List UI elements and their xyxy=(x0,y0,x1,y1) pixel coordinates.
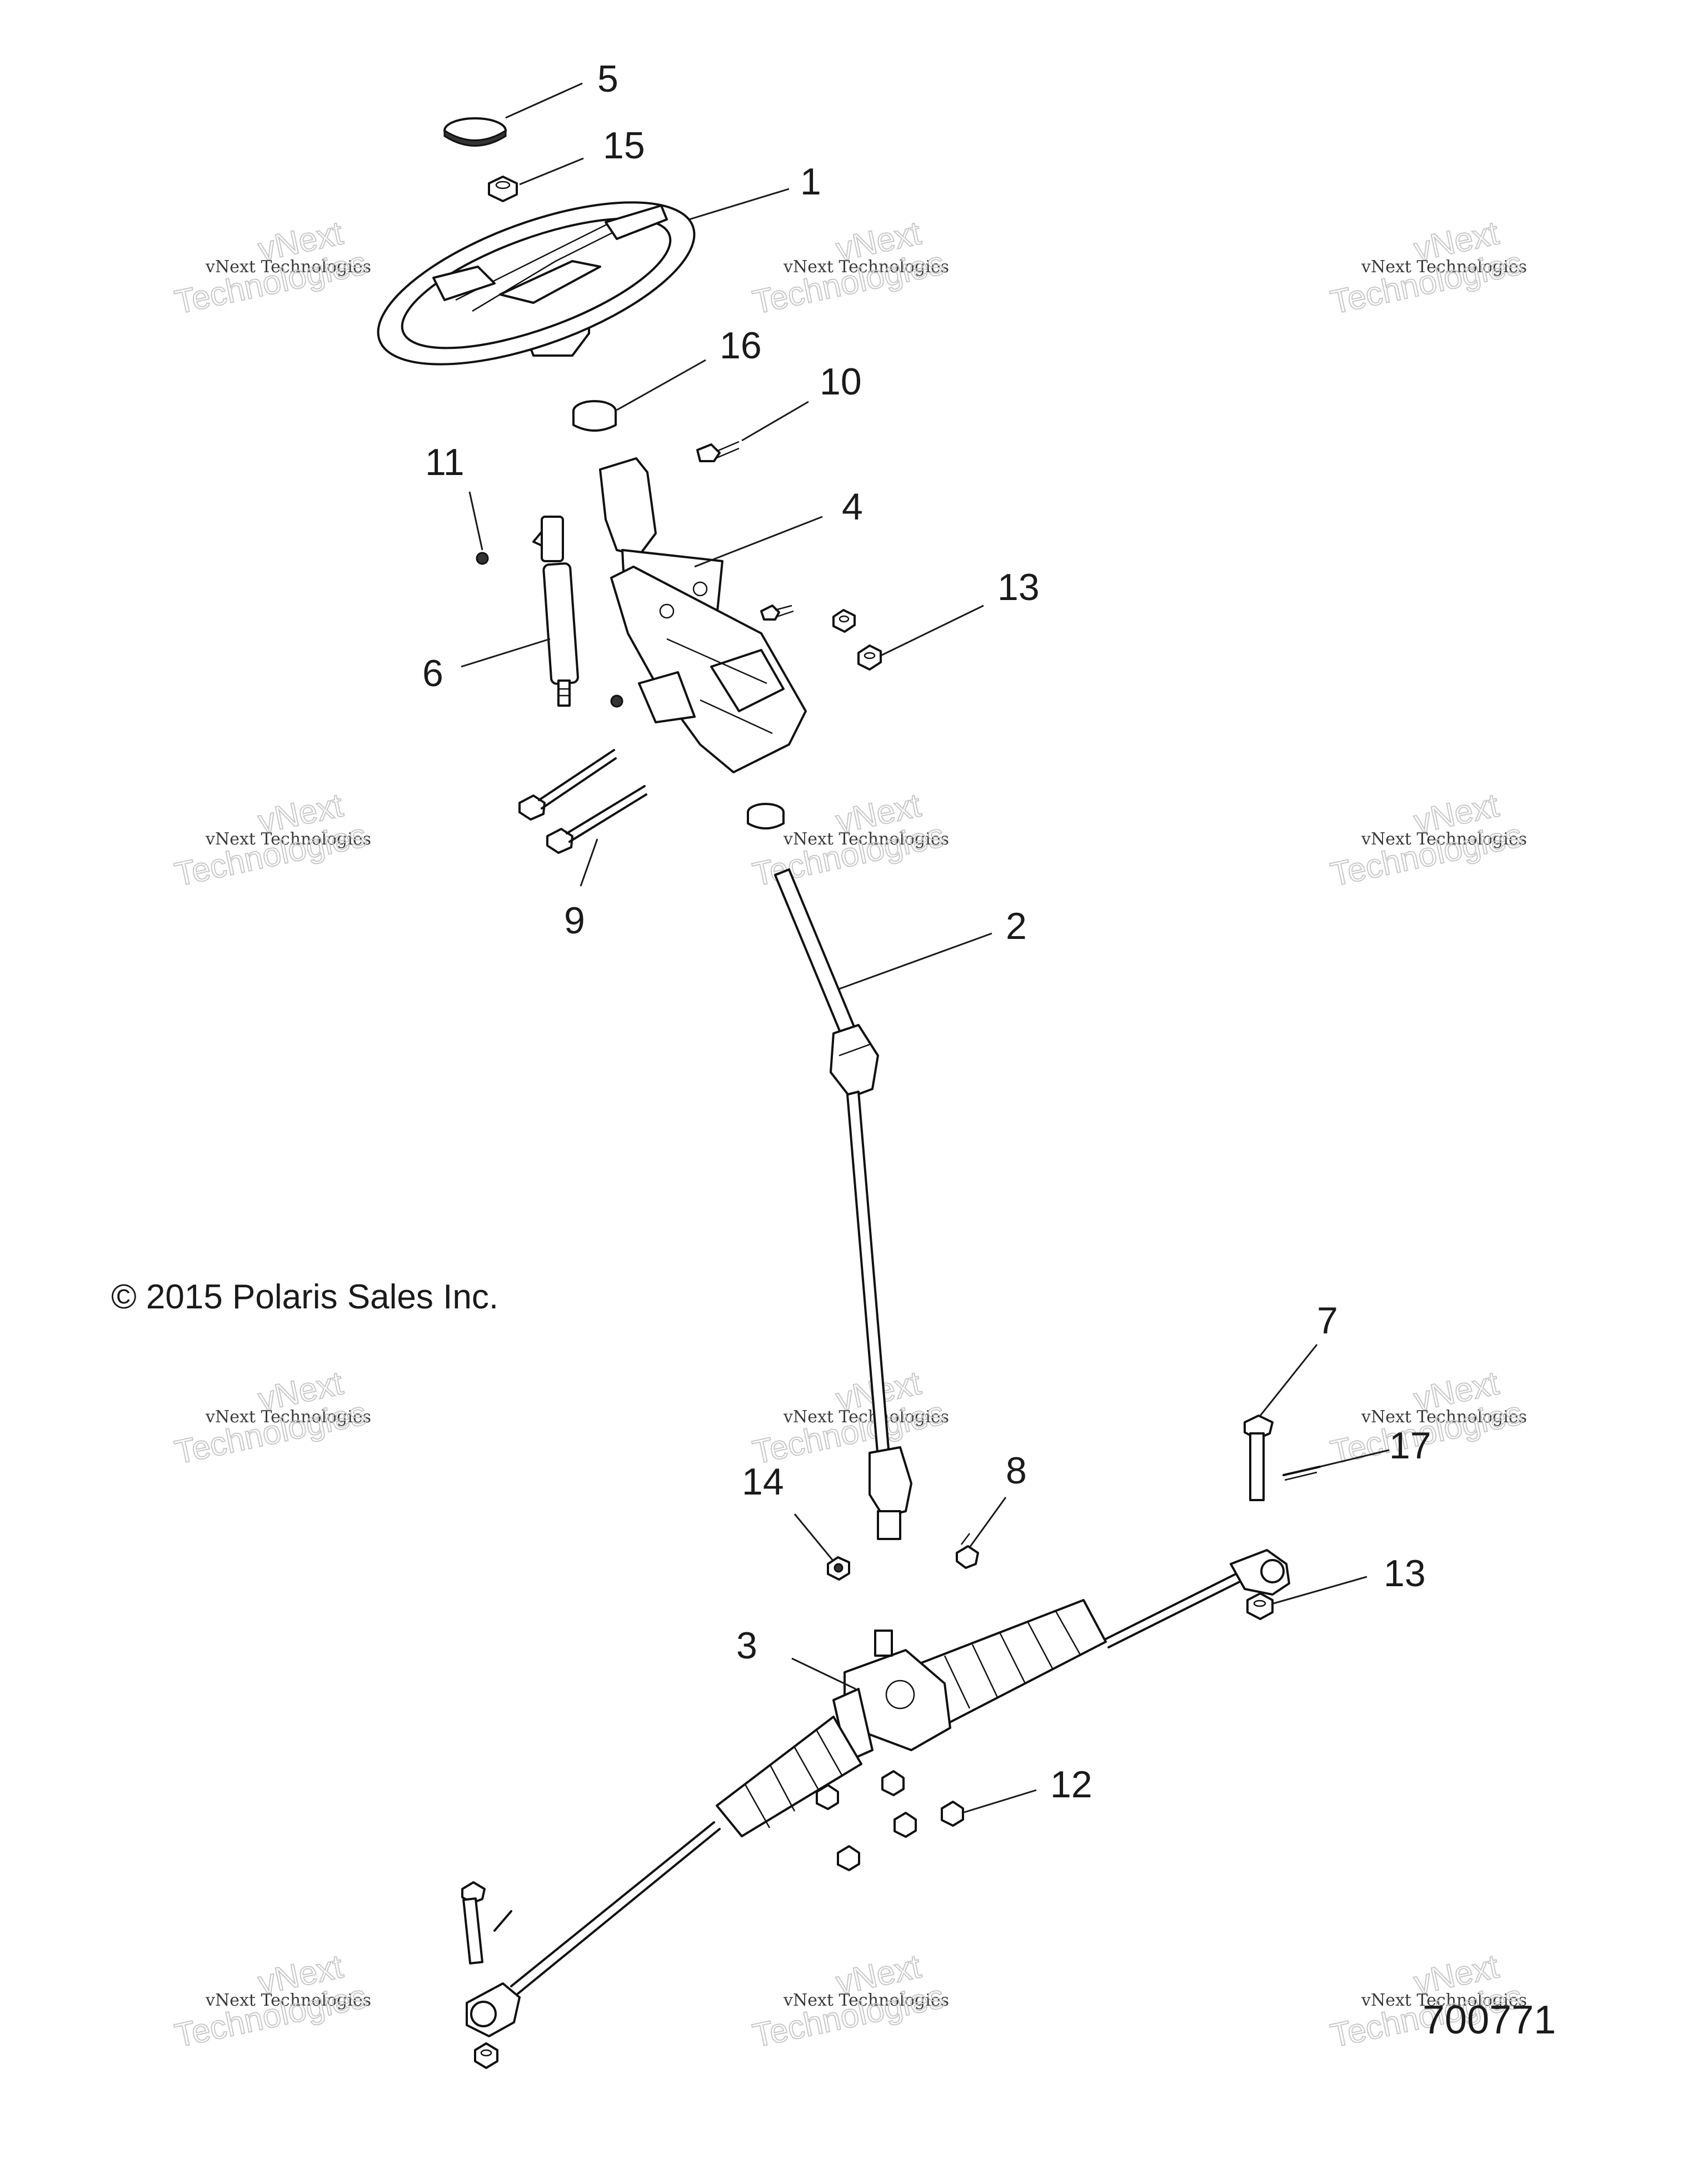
svg-text:vNext Technologies: vNext Technologies xyxy=(1361,1991,1527,2010)
long-bolts-part xyxy=(518,749,647,854)
svg-text:vNext Technologies: vNext Technologies xyxy=(1361,257,1527,277)
callout-4: 4 xyxy=(694,486,863,568)
tilt-bracket-part xyxy=(599,457,807,773)
gas-strut-part xyxy=(532,516,579,707)
bracket-bolt-part xyxy=(610,604,794,708)
watermark: vNext Technologies vNext Technologies xyxy=(1327,786,1527,893)
nut-13-upper-part xyxy=(832,609,882,671)
svg-text:2: 2 xyxy=(1006,905,1027,947)
nut-11-part xyxy=(476,552,489,565)
svg-text:vNext Technologies: vNext Technologies xyxy=(783,1407,949,1427)
svg-text:vNext Technologies: vNext Technologies xyxy=(783,257,949,277)
steering-shaft-part xyxy=(774,868,912,1540)
callout-12: 12 xyxy=(964,1763,1092,1813)
svg-text:15: 15 xyxy=(603,124,645,167)
svg-text:13: 13 xyxy=(1384,1552,1426,1595)
svg-text:17: 17 xyxy=(1389,1425,1431,1467)
svg-text:vNext Technologies: vNext Technologies xyxy=(1361,1407,1527,1427)
callout-1: 1 xyxy=(688,161,821,221)
svg-text:9: 9 xyxy=(564,899,585,942)
svg-text:vNext Technologies: vNext Technologies xyxy=(205,257,371,277)
watermark: vNext Technologies vNext Technologies xyxy=(1327,213,1527,321)
svg-text:vNext Technologies: vNext Technologies xyxy=(1361,829,1527,849)
bolt-7-part xyxy=(1244,1415,1274,1501)
nut-14-part xyxy=(827,1556,850,1581)
callout-10: 10 xyxy=(741,361,862,442)
svg-text:4: 4 xyxy=(842,486,863,528)
lower-bushing-part xyxy=(747,803,785,829)
callout-17: 17 xyxy=(1319,1425,1431,1468)
steering-rack-part xyxy=(461,1549,1290,2069)
svg-text:16: 16 xyxy=(720,324,762,367)
svg-text:11: 11 xyxy=(425,441,465,483)
watermark: vNext Technologies vNext Technologies xyxy=(1327,1947,1527,2055)
svg-text:vNext Technologies: vNext Technologies xyxy=(205,829,371,849)
svg-text:7: 7 xyxy=(1317,1300,1338,1342)
nut-13-lower-part xyxy=(1246,1592,1274,1620)
bolt-10-part xyxy=(696,441,740,462)
watermark: vNext Technologies vNext Technologies xyxy=(749,1363,949,1471)
nut-15-part xyxy=(488,176,518,202)
callout-13-upper: 13 xyxy=(880,566,1040,657)
svg-text:5: 5 xyxy=(597,58,618,100)
svg-text:14: 14 xyxy=(742,1461,784,1503)
watermark: vNext Technologies vNext Technologies xyxy=(749,213,949,321)
svg-text:vNext Technologies: vNext Technologies xyxy=(783,1991,949,2010)
watermark: vNext Technologies vNext Technologies xyxy=(749,1947,949,2055)
callout-5: 5 xyxy=(505,58,618,119)
steering-wheel-part xyxy=(377,201,696,366)
callout-7: 7 xyxy=(1259,1300,1338,1416)
callout-14: 14 xyxy=(742,1461,835,1562)
callout-8: 8 xyxy=(969,1450,1027,1548)
callout-13-lower: 13 xyxy=(1273,1552,1426,1605)
center-cap-part xyxy=(443,117,507,147)
callout-16: 16 xyxy=(616,324,762,411)
nuts-12-part xyxy=(816,1770,964,1871)
callout-2: 2 xyxy=(838,905,1027,990)
callout-11: 11 xyxy=(425,441,483,551)
callout-15: 15 xyxy=(519,124,645,186)
callout-9: 9 xyxy=(564,838,598,942)
watermark: vNext Technologies vNext Technologies xyxy=(171,1947,371,2055)
bushing-16-part xyxy=(572,400,617,432)
callout-3: 3 xyxy=(736,1625,856,1690)
callouts: 5 15 1 16 10 11 4 13 xyxy=(422,58,1431,1813)
copyright-text: © 2015 Polaris Sales Inc. xyxy=(111,1278,498,1316)
svg-text:6: 6 xyxy=(422,652,443,694)
svg-text:vNext Technologies: vNext Technologies xyxy=(205,1407,371,1427)
bolt-8-part xyxy=(956,1533,979,1569)
diagram-id: 700771 xyxy=(1422,1998,1556,2042)
cotter-pin-part xyxy=(1282,1466,1321,1481)
svg-text:8: 8 xyxy=(1006,1450,1027,1492)
svg-text:vNext Technologies: vNext Technologies xyxy=(783,829,949,849)
callout-6: 6 xyxy=(422,638,551,694)
svg-text:3: 3 xyxy=(736,1625,757,1667)
svg-text:12: 12 xyxy=(1050,1763,1092,1806)
watermark: vNext Technologies vNext Technologies xyxy=(171,1363,371,1471)
watermark: vNext Technologies vNext Technologies xyxy=(171,213,371,321)
svg-text:13: 13 xyxy=(997,566,1040,608)
svg-text:10: 10 xyxy=(820,361,862,403)
svg-text:vNext Technologies: vNext Technologies xyxy=(205,1991,371,2010)
svg-text:1: 1 xyxy=(800,161,821,203)
watermark: vNext Technologies vNext Technologies xyxy=(171,786,371,893)
